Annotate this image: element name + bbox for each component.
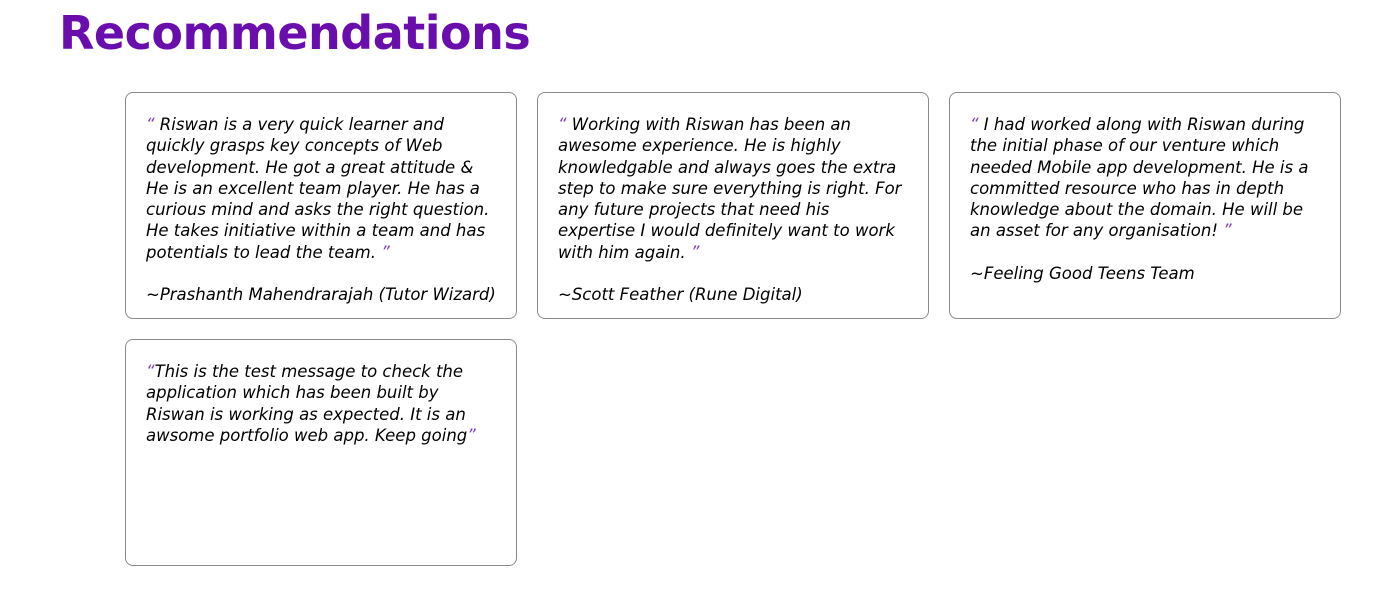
recommendation-text: Working with Riswan has been an awesome … <box>558 115 902 262</box>
recommendation-quote: “ I had worked along with Riswan during … <box>970 114 1320 242</box>
recommendation-quote: “ Riswan is a very quick learner and qui… <box>146 114 496 263</box>
close-quote-icon: ” <box>467 425 476 445</box>
close-quote-icon: ” <box>381 242 390 262</box>
recommendation-card: “ I had worked along with Riswan during … <box>949 92 1341 319</box>
recommendation-text: I had worked along with Riswan during th… <box>970 115 1309 241</box>
open-quote-icon: “ <box>146 362 155 381</box>
recommendation-author: ~Scott Feather (Rune Digital) <box>558 285 803 305</box>
recommendation-quote: “ Working with Riswan has been an awesom… <box>558 114 908 263</box>
recommendation-text: Riswan is a very quick learner and quick… <box>146 115 490 262</box>
open-quote-icon: “ <box>146 115 155 134</box>
recommendation-quote: “This is the test message to check the a… <box>146 361 496 446</box>
recommendation-card: “This is the test message to check the a… <box>125 339 517 566</box>
recommendation-author: ~Feeling Good Teens Team <box>970 264 1195 284</box>
close-quote-icon: ” <box>690 242 700 262</box>
recommendation-text: This is the test message to check the ap… <box>146 362 468 445</box>
open-quote-icon: “ <box>970 115 979 134</box>
recommendation-card: “ Riswan is a very quick learner and qui… <box>125 92 517 319</box>
page-title: Recommendations <box>59 6 531 60</box>
recommendation-card: “ Working with Riswan has been an awesom… <box>537 92 929 319</box>
recommendations-grid: “ Riswan is a very quick learner and qui… <box>125 92 1341 566</box>
open-quote-icon: “ <box>558 115 567 134</box>
close-quote-icon: ” <box>1223 221 1232 241</box>
recommendation-author: ~Prashanth Mahendrarajah (Tutor Wizard) <box>146 285 496 305</box>
